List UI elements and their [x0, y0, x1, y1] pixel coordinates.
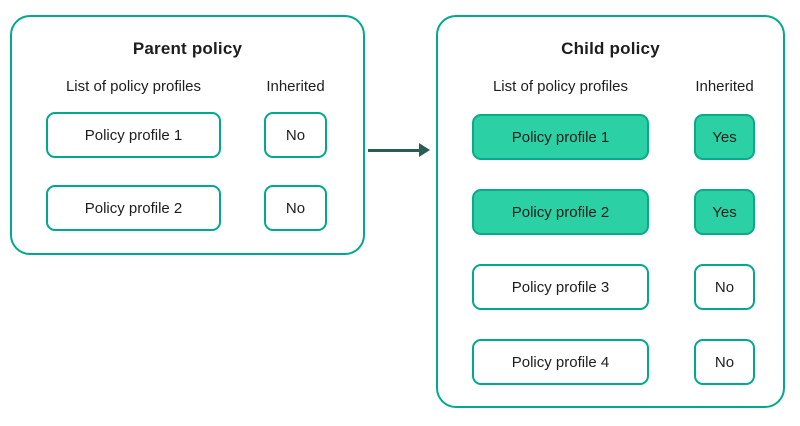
- child-policy-profile-2-inherited-flag: Yes: [694, 189, 755, 235]
- child-policy-profile-3-inherited-flag: No: [694, 264, 755, 310]
- child-policy-profile-1-inherited-flag: Yes: [694, 114, 755, 160]
- child-policy-panel: Child policy List of policy profiles Inh…: [436, 15, 785, 408]
- child-policy-profile-2: Policy profile 2: [472, 189, 649, 235]
- child-policy-profile-1: Policy profile 1: [472, 114, 649, 160]
- child-policy-profile-4: Policy profile 4: [472, 339, 649, 385]
- child-profiles-column-header: List of policy profiles: [492, 78, 629, 95]
- parent-policy-profile-2: Policy profile 2: [46, 185, 221, 231]
- parent-policy-profile-1-inherited-flag: No: [264, 112, 327, 158]
- parent-inherited-column-header: Inherited: [266, 78, 325, 95]
- child-policy-profile-4-inherited-flag: No: [694, 339, 755, 385]
- parent-policy-profile-2-inherited-flag: No: [264, 185, 327, 231]
- child-policy-title: Child policy: [561, 39, 660, 58]
- parent-policy-profile-1: Policy profile 1: [46, 112, 221, 158]
- inheritance-arrow-shaft: [368, 148, 420, 152]
- child-inherited-column-header: Inherited: [695, 78, 754, 95]
- inheritance-arrow-head-icon: [419, 143, 430, 157]
- parent-profiles-column-header: List of policy profiles: [65, 78, 202, 95]
- parent-policy-title: Parent policy: [132, 39, 243, 58]
- inheritance-arrow: [368, 143, 430, 157]
- child-policy-profile-3: Policy profile 3: [472, 264, 649, 310]
- parent-policy-panel: Parent policy List of policy profiles In…: [10, 15, 365, 255]
